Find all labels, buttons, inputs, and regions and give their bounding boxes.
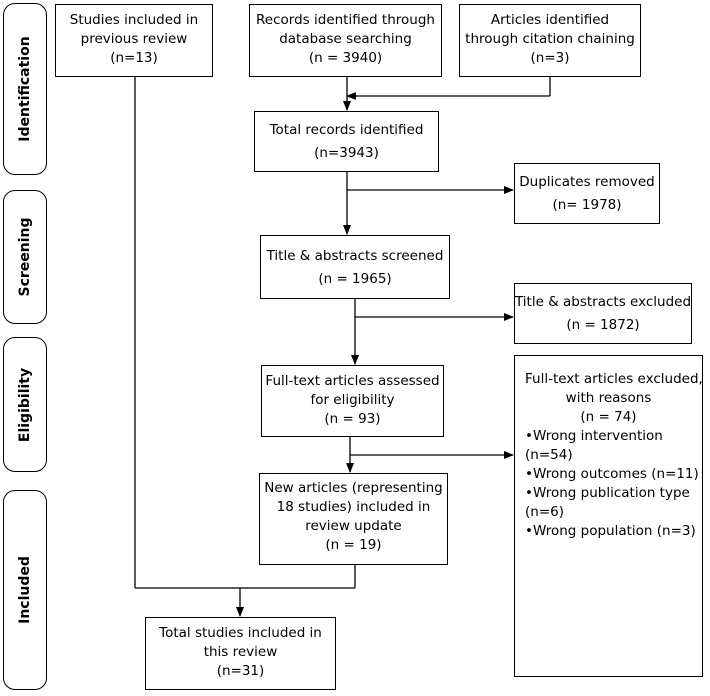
box-text-line: (n = 1965) — [318, 271, 392, 287]
exclusion-reason: •Wrong population (n=3) — [525, 523, 696, 539]
box-text-line: (n = 1872) — [566, 317, 640, 333]
box-text-line: (n=3) — [530, 50, 570, 66]
box-duplicates-removed: Duplicates removed (n= 1978) — [514, 163, 660, 224]
box-text-line: Title & abstracts excluded — [514, 294, 692, 310]
box-text-line: review update — [305, 518, 402, 534]
box-text-line: New articles (representing — [264, 480, 443, 496]
box-text-line: (n=31) — [216, 663, 265, 679]
box-abstracts-excluded: Title & abstracts excluded (n = 1872) — [514, 283, 692, 344]
box-total-identified: Total records identified (n=3943) — [254, 111, 439, 172]
phase-eligibility: Eligibility — [3, 337, 47, 472]
exclusion-reason-count: (n=54) — [525, 447, 573, 463]
box-text-line: (n = 74) — [580, 409, 637, 425]
box-text-line: (n= 1978) — [552, 197, 622, 213]
box-total-included: Total studies included in this review (n… — [145, 617, 336, 690]
box-text-line: (n=3943) — [314, 145, 379, 161]
exclusion-reason: •Wrong publication type — [525, 485, 690, 501]
exclusion-reason: •Wrong intervention — [525, 428, 663, 444]
box-screened: Title & abstracts screened (n = 1965) — [260, 235, 450, 299]
box-text-line: with reasons — [565, 390, 652, 406]
box-text-line: Studies included in — [69, 12, 199, 28]
box-text-line: through citation chaining — [465, 31, 635, 47]
box-text-line: database searching — [279, 31, 412, 47]
exclusion-reason: •Wrong outcomes (n=11) — [525, 466, 699, 482]
phase-screening: Screening — [3, 190, 47, 324]
box-text-line: Full-text articles excluded, — [525, 371, 703, 387]
box-fulltext-excluded: Full-text articles excluded, with reason… — [514, 355, 703, 677]
box-fulltext-assessed: Full-text articles assessed for eligibil… — [261, 365, 444, 437]
box-text-line: for eligibility — [310, 392, 395, 408]
box-text-line: Records identified through — [256, 12, 435, 28]
box-text-line: Title & abstracts screened — [266, 248, 444, 264]
phase-included: Included — [3, 490, 47, 690]
box-previous-review: Studies included in previous review (n=1… — [55, 4, 213, 77]
box-text-line: (n=13) — [110, 50, 158, 66]
box-database-search: Records identified through database sear… — [249, 4, 442, 77]
box-text-line: Full-text articles assessed — [265, 373, 440, 389]
box-text-line: Total records identified — [269, 122, 424, 138]
box-text-line: this review — [203, 644, 278, 660]
box-text-line: previous review — [80, 31, 188, 47]
phase-identification: Identification — [3, 3, 47, 175]
exclusion-reason-count: (n=6) — [525, 504, 564, 520]
box-text-line: (n = 3940) — [308, 50, 383, 66]
box-citation-chaining: Articles identified through citation cha… — [459, 4, 641, 77]
box-new-articles: New articles (representing 18 studies) i… — [259, 473, 448, 565]
box-text-line: 18 studies) included in — [276, 499, 431, 515]
box-text-line: (n = 93) — [324, 411, 381, 427]
box-text-line: Articles identified — [490, 12, 610, 28]
box-text-line: (n = 19) — [325, 537, 382, 553]
box-text-line: Total studies included in — [159, 625, 322, 641]
box-text-line: Duplicates removed — [519, 174, 655, 190]
